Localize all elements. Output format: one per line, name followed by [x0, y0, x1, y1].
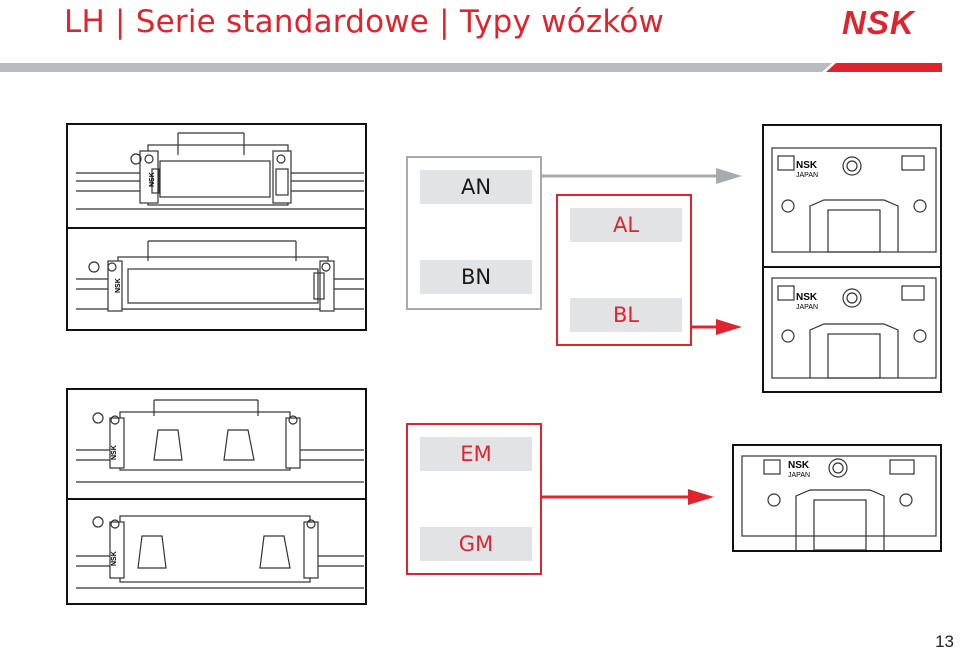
drawing-side-long-top: NSK [66, 227, 367, 331]
drawing-front-tall-bottom: NSK JAPAN [762, 266, 942, 393]
label-an: AN [420, 170, 532, 204]
brand-mark: NSK [796, 160, 818, 171]
label-bl: BL [570, 298, 682, 332]
nsk-logo: NSK [842, 4, 915, 41]
arrow-red-2-icon [688, 489, 714, 505]
brand-mark: NSK [796, 292, 818, 303]
brand-mark: NSK [149, 172, 156, 187]
arrow-gray-icon [716, 168, 742, 184]
drawing-side-long-bottom: NSK [66, 498, 367, 605]
group-an-bn: AN BN [406, 156, 542, 310]
header-gray-bar [0, 63, 832, 72]
label-bn: BN [420, 260, 532, 294]
origin-mark: JAPAN [796, 304, 818, 311]
header-red-bar [826, 63, 942, 72]
brand-mark: NSK [111, 551, 118, 566]
drawing-front-low: NSK JAPAN [732, 444, 942, 552]
page-number: 13 [935, 632, 954, 651]
drawing-side-short-bottom: NSK [66, 388, 367, 500]
group-em-gm: EM GM [406, 423, 542, 575]
arrow-red-1-icon [716, 319, 742, 335]
brand-mark: NSK [115, 278, 122, 293]
page-title: LH | Serie standardowe | Typy wózków [64, 4, 665, 40]
brand-mark: NSK [788, 460, 810, 471]
label-gm: GM [420, 527, 532, 561]
brand-mark: NSK [111, 445, 118, 460]
origin-mark: JAPAN [788, 472, 810, 479]
label-al: AL [570, 208, 682, 242]
drawing-front-tall-top: NSK JAPAN [762, 124, 942, 268]
origin-mark: JAPAN [796, 172, 818, 179]
drawing-side-short-top: NSK [66, 123, 367, 229]
group-al-bl: AL BL [556, 194, 692, 346]
label-em: EM [420, 437, 532, 471]
